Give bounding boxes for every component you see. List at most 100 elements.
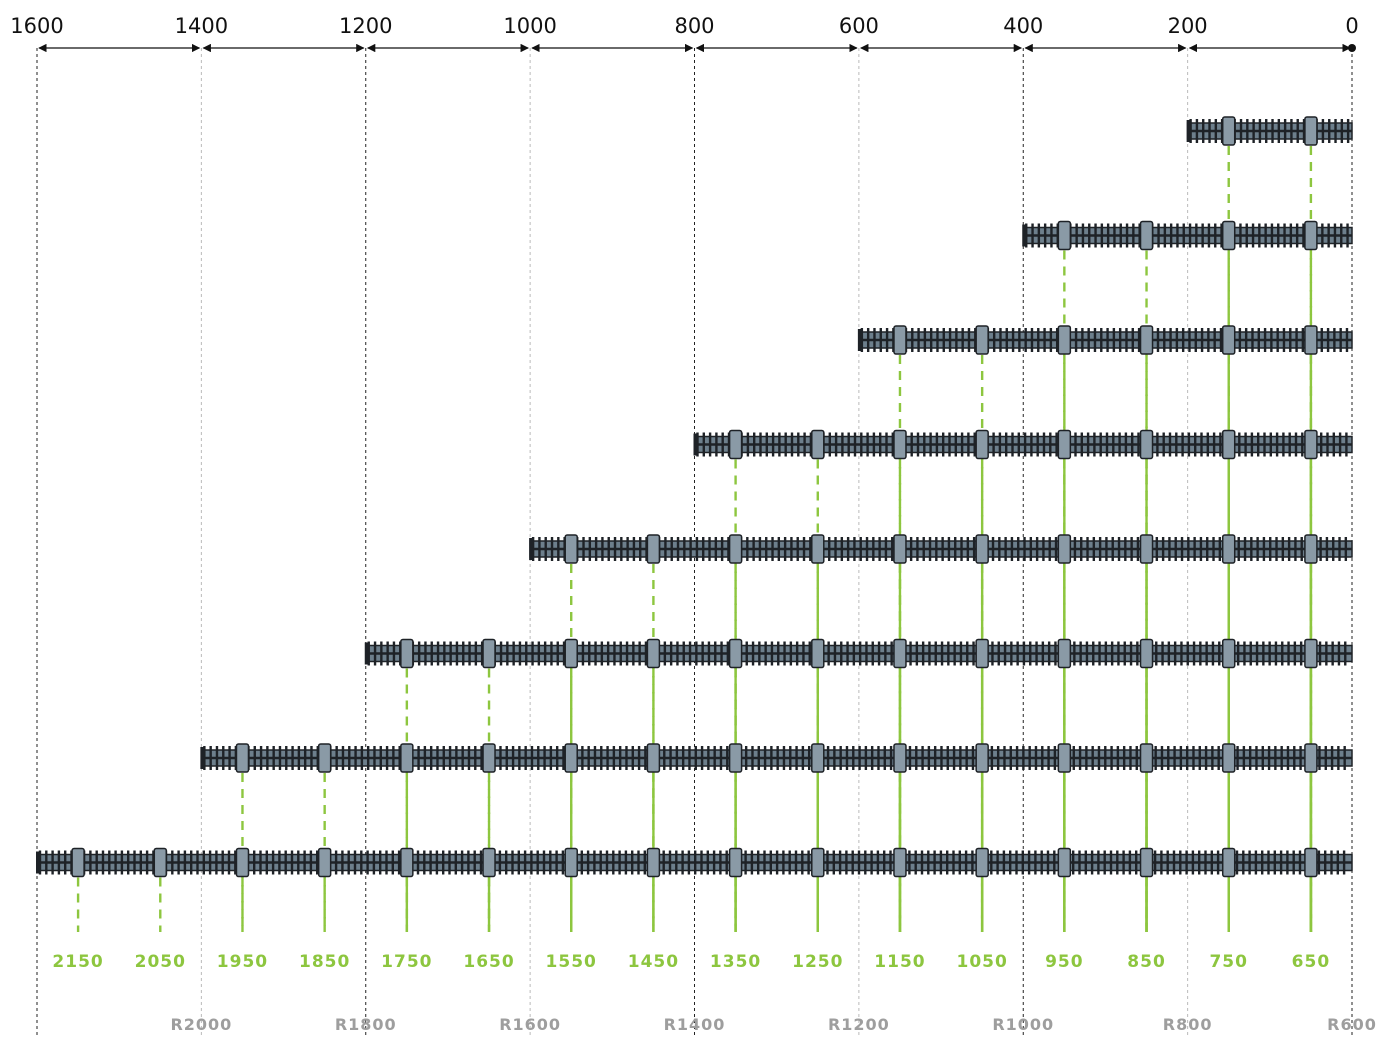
chain-end-cap	[364, 642, 369, 665]
scale-label-1200: 1200	[339, 14, 392, 38]
chain-connector	[646, 743, 661, 773]
chain-connector	[1304, 638, 1318, 669]
chain-end-cap	[857, 329, 862, 351]
radius-label-r1600: R1600	[499, 1015, 561, 1034]
chain-connector	[975, 534, 989, 564]
chain-connector	[400, 847, 414, 878]
chain-connector	[1221, 534, 1236, 564]
radius-label-r1400: R1400	[664, 1015, 726, 1034]
radius-label-r1800: R1800	[335, 1015, 397, 1034]
segment-label-1750: 1750	[381, 952, 432, 972]
segment-label-950: 950	[1045, 952, 1084, 972]
chain-connector	[811, 429, 825, 460]
origin-dot	[1348, 44, 1356, 52]
chain-connector	[235, 743, 250, 773]
chain-connector	[893, 429, 907, 460]
chain-connector	[1304, 743, 1318, 773]
chain-connector	[893, 325, 907, 355]
chain-connector	[564, 743, 578, 773]
chain-connector	[893, 638, 907, 669]
chain-connector	[1221, 116, 1236, 146]
chain-connector	[317, 743, 332, 773]
scale-label-800: 800	[674, 14, 714, 38]
chain-row-400	[1022, 220, 1353, 251]
chain-connector	[1139, 325, 1154, 355]
segment-label-750: 750	[1209, 952, 1248, 972]
chain-connector	[975, 638, 989, 669]
chain-connector	[646, 847, 661, 878]
radius-label-r1200: R1200	[828, 1015, 890, 1034]
chain-row-1200	[364, 638, 1353, 669]
chain-connector	[1304, 325, 1318, 355]
segment-label-1250: 1250	[792, 952, 843, 972]
segment-label-1950: 1950	[217, 952, 268, 972]
chain-connector	[1057, 429, 1072, 460]
segment-label-650: 650	[1292, 952, 1331, 972]
chain-connector	[811, 743, 825, 773]
segment-label-1150: 1150	[874, 952, 925, 972]
chain-connector	[975, 429, 989, 460]
chain-connector	[1221, 325, 1236, 355]
chain-connector	[564, 638, 578, 669]
chain-row-1000	[529, 534, 1353, 564]
chain-connector	[1057, 743, 1072, 773]
chain-connector	[646, 638, 661, 669]
radius-label-r2000: R2000	[170, 1015, 232, 1034]
chain-connector	[1221, 638, 1236, 669]
scale-label-1600: 1600	[10, 14, 63, 38]
scale-label-1000: 1000	[503, 14, 556, 38]
chain-connector	[1221, 220, 1236, 251]
scale-label-600: 600	[839, 14, 879, 38]
chain-end-cap	[693, 433, 698, 456]
chain-end-cap	[1186, 120, 1191, 142]
dimension-arrows	[38, 43, 1356, 53]
chain-connector	[1139, 534, 1154, 564]
chain-connector	[153, 847, 168, 878]
chain-connector	[482, 847, 496, 878]
chain-connector	[1304, 534, 1318, 564]
chain-connector	[400, 638, 414, 669]
chain-row-1600	[36, 847, 1353, 878]
segment-label-2150: 2150	[52, 952, 103, 972]
chain-connector	[728, 534, 743, 564]
scale-label-200: 200	[1168, 14, 1208, 38]
chain-connector	[1057, 534, 1072, 564]
chain-connector	[71, 847, 85, 878]
chain-connector	[646, 534, 661, 564]
chain-connector	[564, 534, 578, 564]
chain-row-1400	[200, 743, 1353, 773]
chain-connector	[235, 847, 250, 878]
chain-connector	[1139, 638, 1154, 669]
chain-connector	[893, 847, 907, 878]
chain-connector	[1057, 638, 1072, 669]
chain-connector	[728, 847, 743, 878]
chain-connector	[564, 847, 578, 878]
chain-connector	[1304, 116, 1318, 146]
chain-connector	[317, 847, 332, 878]
chain-connector	[811, 638, 825, 669]
chain-connector	[1057, 325, 1072, 355]
scale-label-1400: 1400	[175, 14, 228, 38]
segment-label-1650: 1650	[463, 952, 514, 972]
chain-connector	[811, 534, 825, 564]
segment-label-1550: 1550	[546, 952, 597, 972]
chain-row-800	[693, 429, 1353, 460]
chain-connector	[975, 743, 989, 773]
chain-connector	[728, 429, 743, 460]
chain-connector	[1139, 743, 1154, 773]
radius-label-r800: R800	[1163, 1015, 1213, 1034]
radius-label-r600: R600	[1327, 1015, 1377, 1034]
chain-connector	[728, 743, 743, 773]
chain-connector	[1221, 743, 1236, 773]
chain-connector	[728, 638, 743, 669]
chain-connector	[1139, 847, 1154, 878]
chain-row-200	[1186, 116, 1353, 146]
chain-connector	[1221, 429, 1236, 460]
segment-label-1050: 1050	[956, 952, 1007, 972]
segment-label-1850: 1850	[299, 952, 350, 972]
scale-label-0: 0	[1345, 14, 1358, 38]
